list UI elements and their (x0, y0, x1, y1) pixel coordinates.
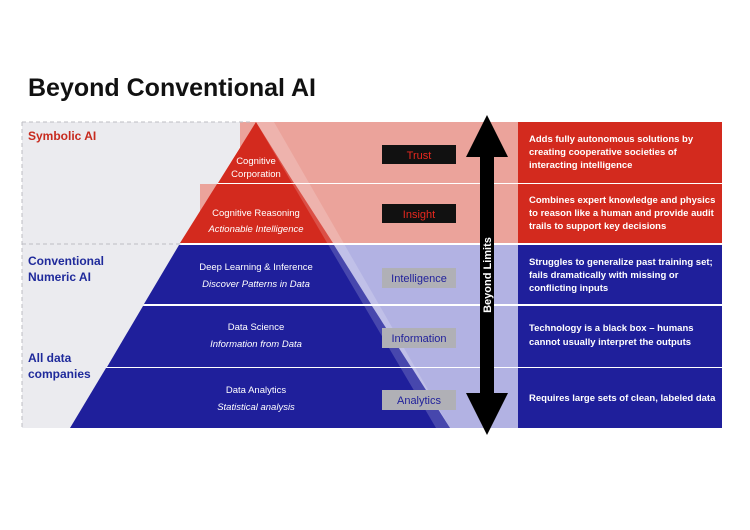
pyramid-label-deep-learning: Deep Learning & Inference (199, 262, 313, 273)
pyramid-level-cognitive-corporation (218, 122, 294, 183)
pyramid-sub-discover-patterns: Discover Patterns in Data (202, 279, 310, 290)
pyramid-label-corporation: Corporation (231, 169, 281, 180)
pyramid-level-deep-learning (144, 245, 371, 304)
pyramid-level-data-analytics (70, 368, 450, 428)
desc-insight-line3: trails to support key decisions (529, 221, 666, 232)
badge-intelligence-box (382, 268, 456, 288)
badge-information: Information (391, 333, 446, 345)
label-alldata-line1: All data (28, 351, 72, 365)
desc-insight-line2: to reason like a human and provide audit (529, 208, 715, 219)
badge-insight-box (382, 204, 456, 223)
pyramid-sub-statistical-analysis: Statistical analysis (217, 402, 295, 413)
pyramid-label-cognitive: Cognitive (236, 156, 276, 167)
desc-panel-trust (518, 122, 722, 183)
desc-panel-information (518, 306, 722, 367)
pyramid-label-data-science: Data Science (228, 322, 285, 333)
badge-trust-box (382, 145, 456, 164)
desc-intelligence-line2: fails dramatically with missing or (529, 270, 679, 281)
badge-analytics: Analytics (397, 395, 442, 407)
pyramid-sub-information-from-data: Information from Data (210, 339, 302, 350)
pyramid-label-cognitive-reasoning: Cognitive Reasoning (212, 208, 300, 219)
page-title: Beyond Conventional AI (28, 74, 316, 102)
desc-panel-analytics (518, 368, 722, 428)
desc-intelligence-line3: conflicting inputs (529, 283, 608, 294)
desc-information-line1: Technology is a black box – humans (529, 323, 694, 334)
pyramid-level-data-science (107, 306, 411, 367)
desc-intelligence-line1: Struggles to generalize past training se… (529, 257, 713, 268)
pyramid-label-data-analytics: Data Analytics (226, 385, 286, 396)
label-symbolic-ai: Symbolic AI (28, 129, 96, 143)
desc-panel-intelligence (518, 245, 722, 304)
label-alldata-line2: companies (28, 367, 91, 381)
pyramid-level-cognitive-reasoning (180, 184, 333, 243)
pyramid-sub-actionable-intelligence: Actionable Intelligence (207, 224, 303, 235)
label-conventional-line1: Conventional (28, 254, 104, 268)
pyramid-shade (256, 122, 450, 428)
left-panel (22, 122, 255, 428)
desc-insight-line1: Combines expert knowledge and physics (529, 195, 715, 206)
desc-trust-line1: Adds fully autonomous solutions by (529, 134, 694, 145)
desc-information-line2: cannot usually interpret the outputs (529, 337, 691, 348)
desc-trust-line3: interacting intelligence (529, 160, 632, 171)
badge-insight: Insight (403, 209, 435, 221)
desc-trust-line2: creating cooperative societies of (529, 147, 678, 158)
label-conventional-line2: Numeric AI (28, 270, 91, 284)
badge-analytics-box (382, 390, 456, 410)
badge-trust: Trust (407, 150, 432, 162)
badge-information-box (382, 328, 456, 348)
badge-intelligence: Intelligence (391, 273, 447, 285)
desc-panel-insight (518, 184, 722, 243)
beyond-limits-label: Beyond Limits (482, 237, 494, 313)
desc-analytics-line1: Requires large sets of clean, labeled da… (529, 393, 716, 404)
